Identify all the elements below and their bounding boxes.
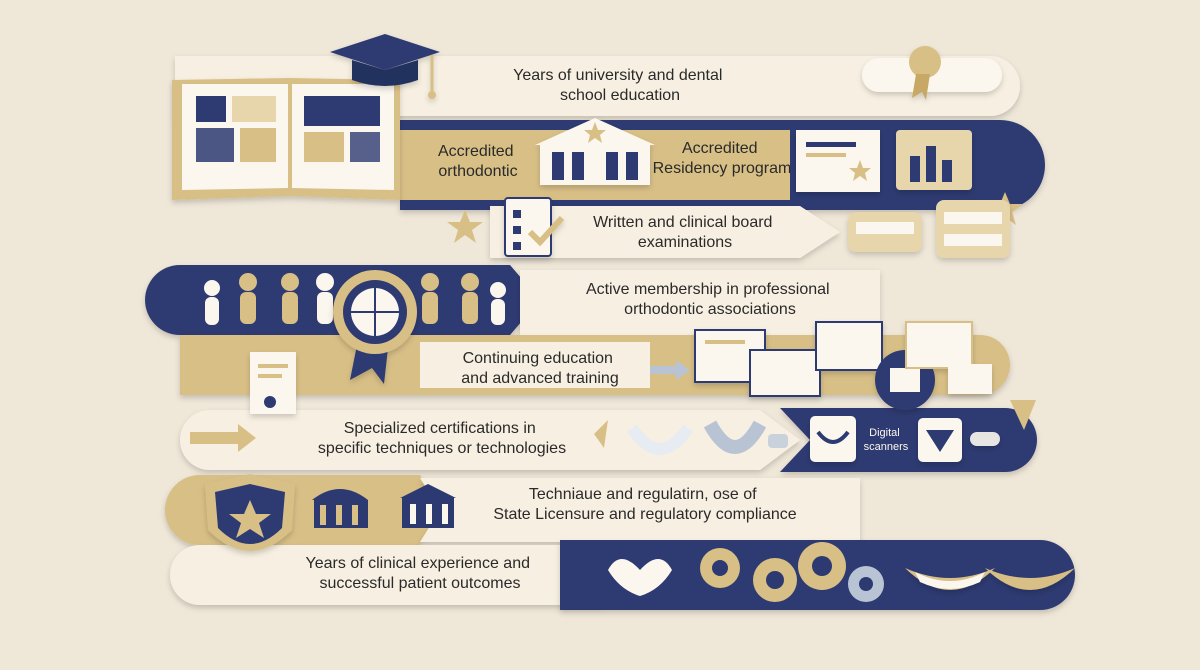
folder-chart-icon [896, 130, 972, 190]
association-seal-icon [333, 270, 417, 384]
diploma-scroll-icon [862, 46, 1002, 100]
band-6-cream [180, 410, 800, 470]
people-chain-icon [204, 273, 506, 325]
graduation-cap-icon [330, 34, 440, 99]
step-3-text: Written and clinical board examinations [593, 214, 777, 251]
university-building-icon [535, 118, 655, 185]
certificate-icon [694, 321, 992, 410]
certificate-icon [796, 130, 880, 192]
star-icon [447, 210, 483, 243]
band-4-cream [520, 270, 880, 335]
step-6b-text: Digital scanners [864, 427, 909, 453]
gears-icon [608, 542, 884, 602]
step-6-text: Specialized certifications in specific t… [318, 420, 566, 457]
smile-icon [905, 568, 1075, 590]
arrow-icon [190, 360, 1036, 452]
digital-scanner-icon [810, 416, 1000, 462]
step-7-text: Techniaue and regulatirn, ose of State L… [493, 486, 796, 523]
step-8-text: Years of clinical experience and success… [306, 555, 535, 592]
aligner-icon [627, 420, 788, 455]
checklist-clipboard-icon [504, 197, 565, 257]
teeth-model-icon [848, 200, 1010, 258]
shield-star-icon [205, 474, 295, 551]
document-stack-icon [250, 352, 296, 414]
step-5-text: Continuing education and advanced traini… [461, 350, 618, 387]
step-1-text: Years of university and dental school ed… [513, 67, 727, 104]
band-8-cream [170, 545, 600, 605]
step-2b-text: Accredited Residency program [653, 140, 792, 177]
open-book-icon [172, 78, 400, 200]
step-2a-text: Accredited orthodontic [438, 143, 518, 180]
band-5-cream [420, 342, 650, 388]
band-7-cream [420, 478, 860, 542]
capitol-building-icon [312, 484, 456, 528]
step-4-text: Active membership in professional orthod… [586, 281, 834, 318]
band-3 [490, 206, 840, 258]
